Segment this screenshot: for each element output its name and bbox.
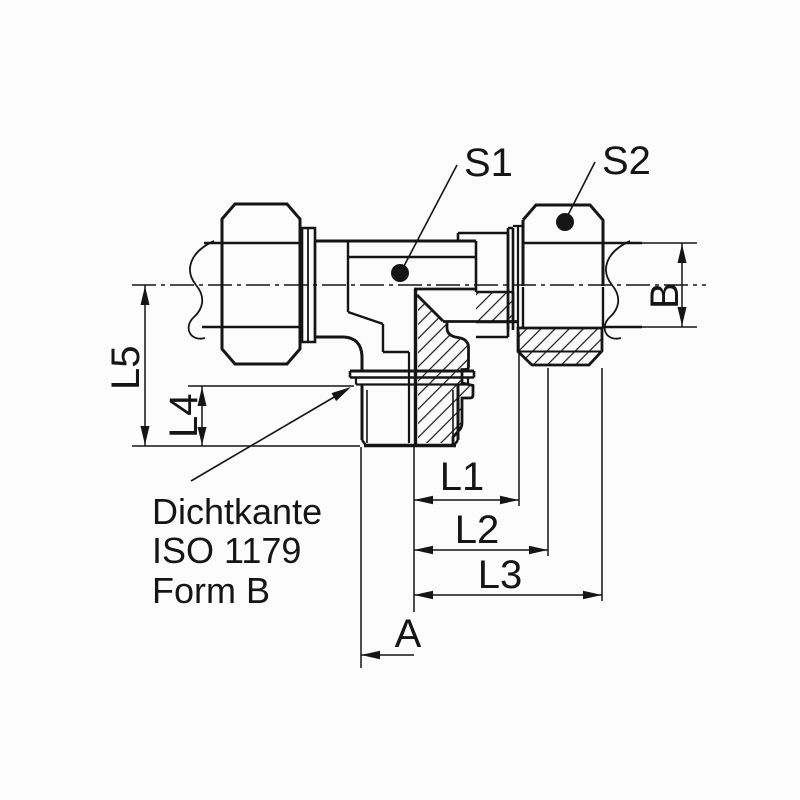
leader-s1 (391, 164, 458, 282)
labels: S1 S2 L5 L4 B L1 L2 L3 A Dichtkante ISO … (104, 139, 687, 656)
left-tube (187, 240, 222, 340)
leader-dichtkante (190, 387, 351, 482)
right-washer (506, 224, 523, 330)
body-collar (456, 231, 510, 339)
dim-label-b: B (643, 282, 687, 309)
dim-label-l4: L4 (162, 394, 206, 439)
left-washer (300, 226, 317, 344)
right-tube-break-line (603, 240, 631, 340)
dim-label-a: A (395, 612, 422, 656)
s1-marker-dot (391, 264, 409, 282)
dim-label-l3: L3 (478, 553, 523, 597)
left-tube-break-line (187, 240, 215, 340)
dim-label-l5: L5 (104, 346, 148, 391)
right-tube (603, 240, 697, 340)
leader-s2 (556, 161, 596, 231)
s2-marker-dot (556, 213, 574, 231)
note-line-2: ISO 1179 (152, 530, 301, 571)
cutting-ring-section (516, 326, 604, 367)
note-line-3: Form B (152, 570, 270, 611)
left-union-nut (220, 202, 302, 366)
dimension-arrowheads (140, 244, 687, 660)
leader-arrowhead (331, 387, 351, 402)
note-line-1: Dichtkante (152, 491, 322, 532)
dimension-lines (132, 243, 683, 668)
label-s1: S1 (464, 141, 513, 185)
label-s2: S2 (602, 139, 651, 183)
dim-label-l2: L2 (455, 508, 500, 552)
dim-label-l1: L1 (440, 455, 485, 499)
